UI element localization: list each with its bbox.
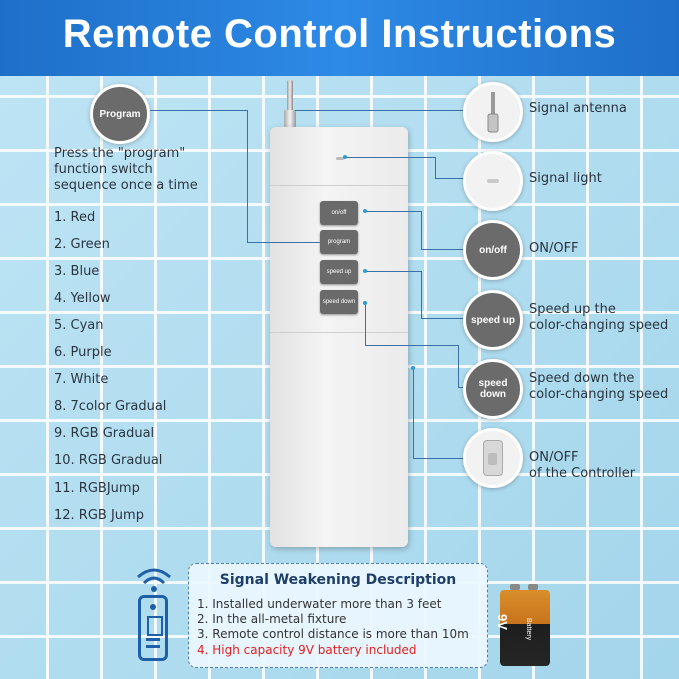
speed-up-button[interactable]: speed up: [320, 260, 358, 284]
side-switch-icon: [483, 440, 503, 476]
battery-body: 9V Battery: [495, 590, 550, 666]
antenna: [283, 80, 297, 128]
panel-title: Signal Weakening Description: [219, 572, 457, 588]
mode-item: 4. Yellow: [54, 291, 111, 306]
callout-text: ON/OFF: [529, 450, 579, 465]
remote-signal-icon: [132, 565, 176, 663]
wifi-signal-icon: [137, 568, 171, 592]
mode-item: 12. RGB Jump: [54, 508, 144, 523]
battery-sublabel: Battery: [525, 618, 532, 641]
callout-circle-text: speed up: [471, 314, 515, 326]
mode-item: 9. RGB Gradual: [54, 426, 155, 441]
page-title: Remote Control Instructions: [62, 12, 617, 56]
seam: [270, 332, 408, 333]
title-bar: Remote Control Instructions: [0, 0, 679, 76]
mode-item: 8. 7color Gradual: [54, 399, 167, 414]
mode-item: 2. Green: [54, 237, 110, 252]
seam: [270, 185, 408, 186]
speed-down-button[interactable]: speed down: [320, 290, 358, 314]
callout-text: color-changing speed: [529, 387, 669, 402]
speed-up-callout-circle: speed up: [463, 290, 523, 350]
program-circle: Program: [90, 84, 150, 144]
panel-item: 3. Remote control distance is more than …: [197, 627, 469, 641]
callout-text: Speed up the: [529, 302, 616, 317]
mode-item: 7. White: [54, 372, 109, 387]
callout-text: of the Controller: [529, 466, 636, 481]
battery-terminal: [528, 584, 538, 590]
battery-label: 9V: [495, 614, 510, 630]
remote-outline-icon: [138, 595, 168, 661]
on-off-callout-circle: on/off: [463, 220, 523, 280]
callout-text: Signal light: [529, 171, 602, 186]
callout-text: color-changing speed: [529, 318, 669, 333]
speed-up-callout-label: Speed up the color-changing speed: [529, 302, 668, 334]
mode-item: 3. Blue: [54, 264, 100, 279]
panel-item: 2. In the all-metal fixture: [197, 612, 347, 626]
battery-terminal: [510, 584, 520, 590]
mode-item: 11. RGBJump: [54, 481, 140, 496]
speed-down-callout-label: Speed down the color-changing speed: [529, 371, 668, 403]
signal-weakening-panel: Signal Weakening Description 1. Installe…: [188, 563, 488, 668]
instruction-line: sequence once a time: [54, 178, 198, 193]
callout-text: ON/OFF: [529, 241, 579, 256]
panel-item: 1. Installed underwater more than 3 feet: [197, 597, 442, 611]
remote-control: on/off program speed up speed down: [270, 127, 408, 547]
signal-light-callout-label: Signal light: [529, 171, 602, 187]
callout-circle-text: speed down: [478, 378, 508, 400]
controller-switch-callout-circle: [463, 428, 523, 488]
battery-9v: 9V Battery: [495, 584, 550, 666]
instruction-line: function switch: [54, 162, 153, 177]
antenna-icon: [487, 92, 499, 133]
signal-light: [336, 157, 344, 160]
callout-circle-text: on/off: [479, 244, 507, 256]
callout-text: Signal antenna: [529, 101, 627, 116]
mode-item: 5. Cyan: [54, 318, 104, 333]
on-off-button[interactable]: on/off: [320, 201, 358, 225]
indicator-light-icon: [487, 179, 499, 183]
mode-item: 6. Purple: [54, 345, 112, 360]
instruction-line: Press the "program": [54, 146, 186, 161]
antenna-callout-circle: [463, 82, 523, 142]
callout-text: Speed down the: [529, 371, 635, 386]
on-off-callout-label: ON/OFF: [529, 241, 579, 257]
mode-item: 1. Red: [54, 210, 96, 225]
speed-down-callout-circle: speed down: [463, 359, 523, 419]
program-instruction: Press the "program" function switch sequ…: [54, 146, 198, 194]
antenna-callout-label: Signal antenna: [529, 101, 627, 117]
signal-light-callout-circle: [463, 151, 523, 211]
program-button[interactable]: program: [320, 230, 358, 254]
mode-item: 10. RGB Gradual: [54, 453, 163, 468]
panel-item-highlight: 4. High capacity 9V battery included: [197, 643, 417, 657]
program-circle-label: Program: [99, 108, 141, 120]
controller-switch-callout-label: ON/OFF of the Controller: [529, 450, 635, 482]
